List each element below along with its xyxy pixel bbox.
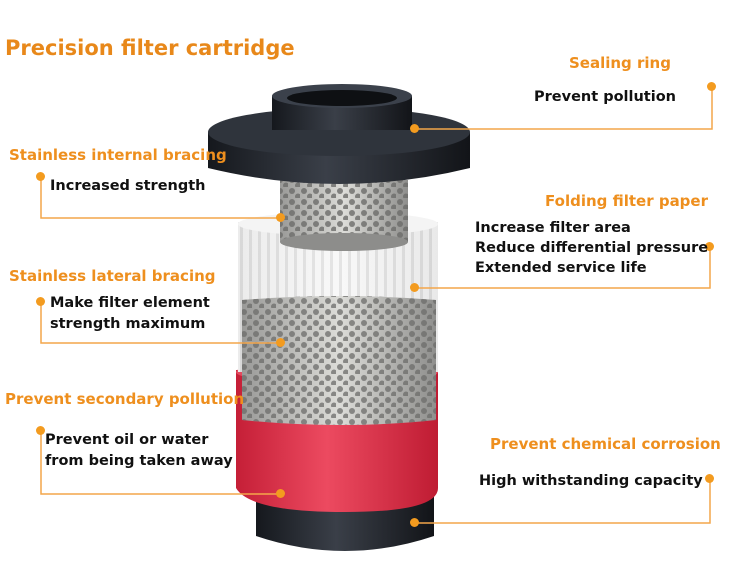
internal-bracing-end-dot xyxy=(276,213,285,222)
chemical-corrosion-end-dot xyxy=(410,518,419,527)
callout-text-sealing-ring: Prevent pollution xyxy=(534,89,676,105)
internal-bracing-dot xyxy=(36,172,45,181)
chemical-corrosion-dot xyxy=(705,474,714,483)
callout-title-sealing-ring: Sealing ring xyxy=(569,54,671,72)
callout-title-chemical-corrosion: Prevent chemical corrosion xyxy=(490,435,721,453)
callout-text-folding-paper-3: Extended service life xyxy=(475,260,647,276)
lateral-bracing-dot xyxy=(36,297,45,306)
callout-title-internal-bracing: Stainless internal bracing xyxy=(9,146,227,164)
callout-text-secondary-pollution-1: Prevent oil or water xyxy=(45,432,209,448)
callout-text-internal-bracing: Increased strength xyxy=(50,178,206,194)
sealing-ring-end-dot xyxy=(410,124,419,133)
callout-text-chemical-corrosion: High withstanding capacity xyxy=(479,473,703,489)
sealing-ring-dot xyxy=(707,82,716,91)
callout-text-folding-paper-1: Increase filter area xyxy=(475,220,631,236)
folding-paper-dot xyxy=(705,242,714,251)
secondary-pollution-dot xyxy=(36,426,45,435)
lateral-bracing-end-dot xyxy=(276,338,285,347)
folding-paper-end-dot xyxy=(410,283,419,292)
callout-text-lateral-bracing-1: Make filter element xyxy=(50,295,210,311)
secondary-pollution-end-dot xyxy=(276,489,285,498)
callout-title-secondary-pollution: Prevent secondary pollution xyxy=(5,390,245,408)
callout-title-folding-paper: Folding filter paper xyxy=(545,192,708,210)
callout-title-lateral-bracing: Stainless lateral bracing xyxy=(9,267,216,285)
callout-text-lateral-bracing-2: strength maximum xyxy=(50,316,206,332)
page-title: Precision filter cartridge xyxy=(5,36,295,60)
callout-text-folding-paper-2: Reduce differential pressure xyxy=(475,240,709,256)
callout-text-secondary-pollution-2: from being taken away xyxy=(45,453,233,469)
